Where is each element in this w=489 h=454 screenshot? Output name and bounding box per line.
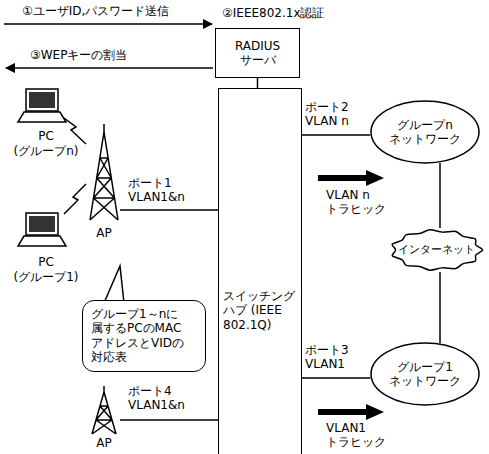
link-line: [302, 377, 370, 379]
node-text: インターネット: [398, 243, 475, 256]
note-label: ①ユーザID,パスワード送信: [22, 4, 169, 18]
link-line: [120, 209, 218, 211]
access-point: AP: [88, 128, 120, 240]
network-ellipse: グループn ネットワーク: [370, 100, 480, 164]
traffic-arrow: [318, 404, 384, 420]
port-label: ポート2 VLAN n: [305, 100, 369, 129]
note-label: VLAN1 トラヒック: [326, 421, 390, 450]
callout-bubble: グループ1～nに 属するPCのMAC アドレスとVIDの 対応表: [82, 300, 206, 372]
server-box: RADIUS サーバ: [215, 28, 300, 78]
node-text: AP: [96, 226, 111, 240]
port-label: ポート3 VLAN1: [305, 343, 369, 372]
node-text: PC (グループn): [14, 129, 79, 158]
access-point: AP: [88, 388, 120, 450]
link-line: [302, 134, 370, 136]
antenna-tower: [90, 124, 118, 220]
node-text: グループ1 ネットワーク: [389, 360, 461, 389]
note-label: ②IEEE802.1x認証: [222, 6, 325, 20]
internet-cloud: インターネット: [388, 228, 485, 272]
laptop-icon: [18, 213, 66, 246]
link-line: [439, 163, 441, 228]
node-text: グループn ネットワーク: [389, 118, 461, 147]
node-text: RADIUS サーバ: [235, 39, 280, 68]
key-arrow: [6, 67, 213, 69]
request-arrow: [4, 23, 212, 25]
switching-hub: スイッチング ハブ (IEEE 802.1Q): [218, 88, 302, 454]
callout-tail: [104, 266, 124, 303]
node-text: スイッチング ハブ (IEEE 802.1Q): [223, 289, 295, 332]
pc-node: PC (グループ1): [6, 210, 86, 284]
wireless-bolt: [64, 184, 86, 214]
node-text: グループ1～nに 属するPCのMAC アドレスとVIDの 対応表: [91, 307, 184, 365]
laptop-icon: [18, 89, 66, 122]
node-text: AP: [96, 436, 111, 450]
traffic-arrow: [318, 170, 384, 186]
link-line: [257, 78, 259, 88]
note-label: VLAN n トラヒック: [326, 188, 390, 217]
link-line: [439, 272, 441, 343]
node-text: PC (グループ1): [14, 255, 79, 284]
note-label: ③WEPキーの割当: [30, 48, 127, 62]
pc-node: PC (グループn): [6, 86, 86, 158]
wireless-bolt: [64, 118, 86, 144]
port-label: ポート4 VLAN1&n: [128, 384, 192, 413]
network-ellipse: グループ1 ネットワーク: [370, 342, 480, 406]
link-line: [120, 419, 218, 421]
antenna-tower: [92, 386, 116, 434]
port-label: ポート1 VLAN1&n: [128, 176, 192, 205]
